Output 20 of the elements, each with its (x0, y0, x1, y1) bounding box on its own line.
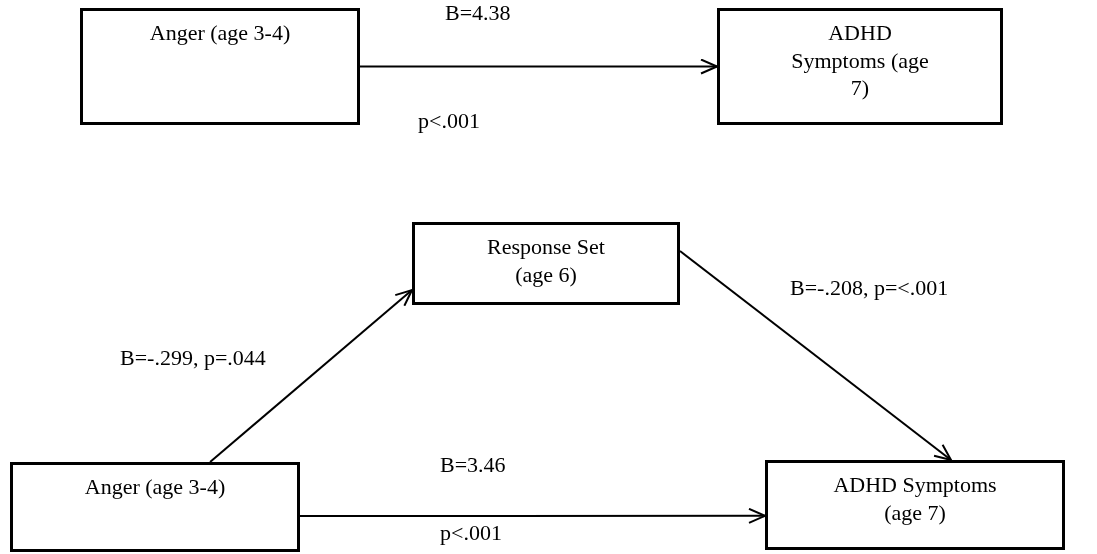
node-label: Anger (age 3-4) (149, 19, 291, 47)
arrow (359, 58, 718, 75)
edge-label: B=-.208, p=<.001 (790, 275, 949, 302)
text-box (80, 8, 360, 125)
edge-label: B=3.46 (440, 452, 506, 479)
text-box (412, 222, 680, 305)
edge-label: B=-.299, p=.044 (120, 345, 266, 372)
stat-label: p<.001 (418, 108, 480, 135)
text-box (765, 460, 1065, 550)
stat-label: p<.001 (440, 520, 502, 547)
node-label: Anger (age 3-4) (84, 473, 226, 501)
node-label: ADHD Symptoms (age 7) (790, 19, 930, 102)
edge-label: B=4.38 (445, 0, 511, 27)
arrow (299, 507, 766, 524)
text-box (10, 462, 300, 552)
arrow (209, 289, 413, 463)
node-label: ADHD Symptoms (age 7) (832, 471, 998, 526)
text-box (717, 8, 1003, 125)
arrow (679, 250, 952, 461)
node-label: Response Set (age 6) (486, 233, 606, 288)
